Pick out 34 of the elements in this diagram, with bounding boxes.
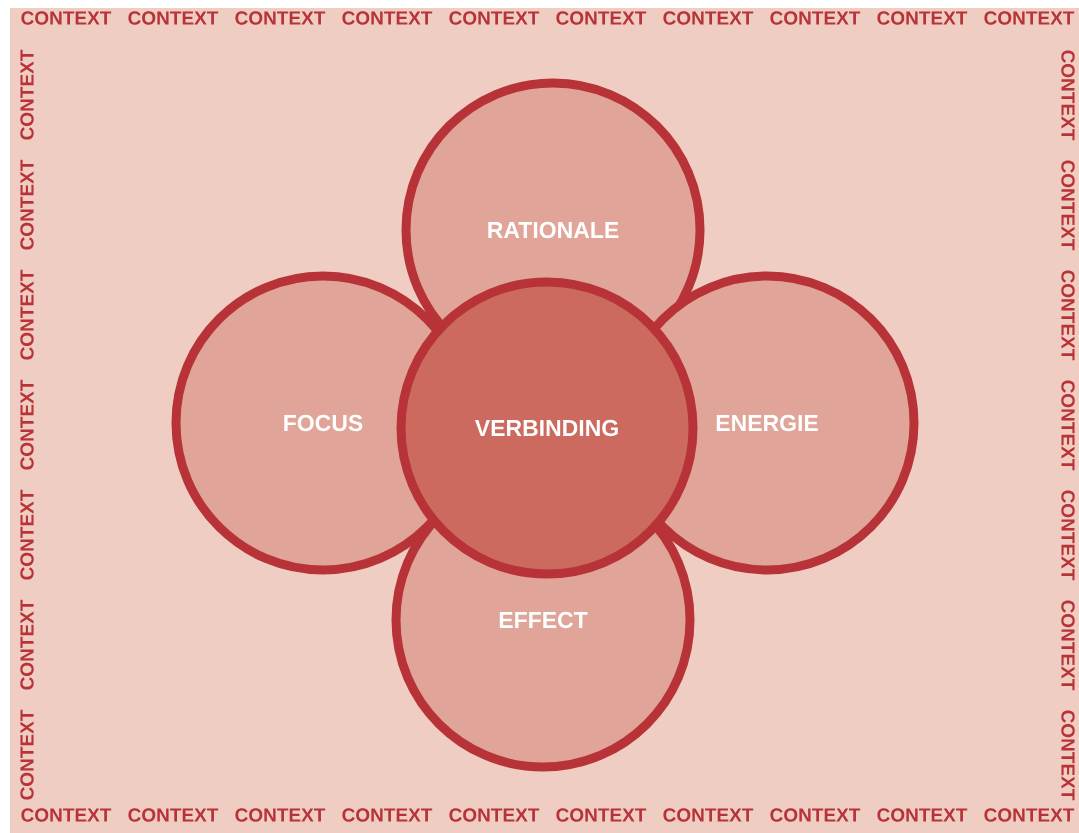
context-label: CONTEXT — [21, 808, 112, 822]
context-label: CONTEXT — [20, 159, 34, 250]
context-label: CONTEXT — [20, 269, 34, 360]
context-label: CONTEXT — [20, 599, 34, 690]
context-label: CONTEXT — [449, 11, 540, 25]
context-label: CONTEXT — [128, 808, 219, 822]
context-label: CONTEXT — [1061, 490, 1075, 581]
context-label: CONTEXT — [235, 808, 326, 822]
context-label: CONTEXT — [449, 808, 540, 822]
context-label: CONTEXT — [877, 11, 968, 25]
context-label: CONTEXT — [556, 11, 647, 25]
context-label: CONTEXT — [663, 11, 754, 25]
context-label: CONTEXT — [342, 11, 433, 25]
context-label: CONTEXT — [235, 11, 326, 25]
context-label: CONTEXT — [1061, 50, 1075, 141]
context-label: CONTEXT — [984, 808, 1075, 822]
context-label: CONTEXT — [770, 11, 861, 25]
context-label: CONTEXT — [556, 808, 647, 822]
context-label: CONTEXT — [984, 11, 1075, 25]
context-label: CONTEXT — [20, 379, 34, 470]
context-label: CONTEXT — [1061, 270, 1075, 361]
context-label: CONTEXT — [663, 808, 754, 822]
context-label: CONTEXT — [20, 489, 34, 580]
context-label: CONTEXT — [1061, 600, 1075, 691]
context-label: CONTEXT — [1061, 380, 1075, 471]
context-label: CONTEXT — [877, 808, 968, 822]
context-label: CONTEXT — [20, 709, 34, 800]
context-label: CONTEXT — [1061, 160, 1075, 251]
context-label: CONTEXT — [342, 808, 433, 822]
context-label: CONTEXT — [21, 11, 112, 25]
context-label: CONTEXT — [128, 11, 219, 25]
context-label: CONTEXT — [1061, 710, 1075, 801]
context-label: CONTEXT — [770, 808, 861, 822]
context-label: CONTEXT — [20, 49, 34, 140]
